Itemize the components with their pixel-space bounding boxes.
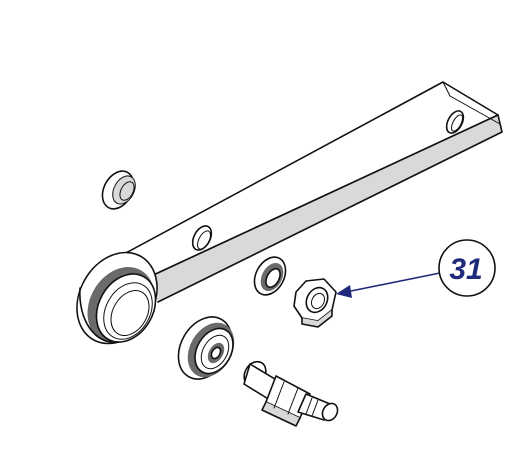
callout-label: 31 xyxy=(449,253,482,286)
bearing-housing xyxy=(76,251,158,345)
flat-washer xyxy=(253,256,287,296)
leader-arrowhead xyxy=(336,285,352,298)
callout-balloon xyxy=(438,239,496,297)
leader-line xyxy=(345,272,441,293)
callout-31: 31 xyxy=(336,239,496,298)
ball-bearing xyxy=(177,316,235,380)
pivot-stud xyxy=(243,360,339,427)
link-arm xyxy=(97,81,503,303)
arm-hole-middle xyxy=(191,225,213,251)
hex-nut xyxy=(293,278,337,328)
flanged-bushing xyxy=(101,170,136,210)
arm-hole-right xyxy=(445,110,465,134)
